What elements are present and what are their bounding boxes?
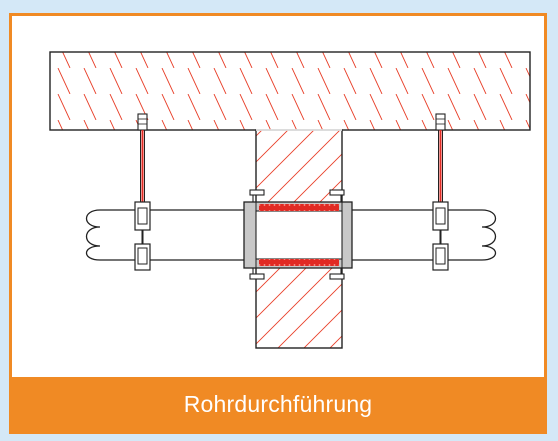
pipe-right bbox=[352, 209, 497, 261]
pipe-penetration-drawing bbox=[49, 51, 531, 349]
diagram-frame: Rohrdurchführung bbox=[9, 13, 547, 434]
ceiling-slab bbox=[49, 51, 531, 131]
wall-sleeve bbox=[243, 201, 353, 269]
pipe-left bbox=[85, 209, 244, 261]
anchor-bolts bbox=[249, 189, 345, 280]
caption-bar: Rohrdurchführung bbox=[12, 377, 544, 431]
pipe-hanger-right bbox=[432, 113, 449, 271]
pipe-hanger-left bbox=[134, 113, 151, 271]
caption-title: Rohrdurchführung bbox=[183, 390, 373, 417]
fire-seal bbox=[259, 204, 339, 266]
